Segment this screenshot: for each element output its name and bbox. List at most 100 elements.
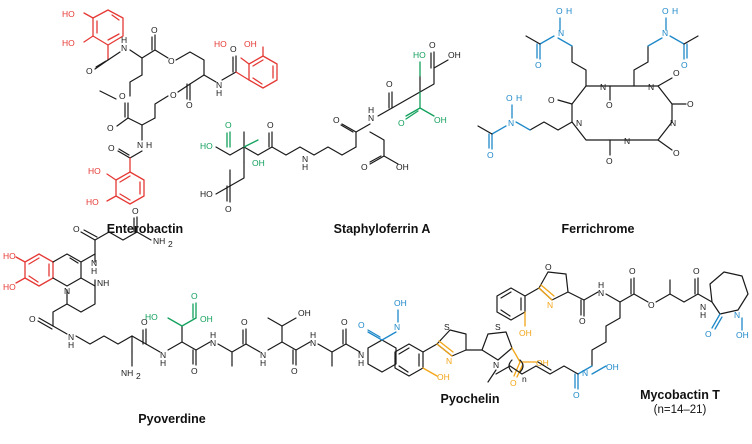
atom-h: H [302, 162, 308, 172]
atom-o: O [386, 79, 393, 89]
label-mycobactin-note: (n=14–21) [653, 404, 707, 416]
atom-h: H [210, 330, 216, 340]
mycobactin-oh-2: OH [736, 330, 749, 340]
atom-n: N [91, 258, 97, 268]
atom-h: H [68, 340, 74, 350]
atom-o: O [687, 99, 694, 109]
mycobactin-oh-3: OH [606, 362, 619, 372]
enterobactin-ho-2: HO [62, 38, 75, 48]
pyoverdine-ho-1: HO [3, 251, 16, 261]
atom-o: O [151, 25, 158, 35]
atom-2: 2 [136, 371, 141, 381]
atom-s: S [444, 322, 450, 332]
atom-h: H [700, 310, 706, 320]
ferrichrome-structure: N N N N N O O O O O O N O H O N O H [477, 6, 699, 166]
mycobactin-n-2: N [734, 310, 740, 320]
pyoverdine-n-1: N [394, 322, 400, 332]
ferrichrome-o-1: O [556, 6, 563, 16]
pyochelin-n: N [446, 356, 452, 366]
atom-n: N [670, 118, 676, 128]
atom-o: O [119, 91, 126, 101]
pyoverdine-oh-1: OH [200, 314, 213, 324]
pyochelin-thiazolidine-ring [481, 331, 513, 361]
staphyloferrin-ho-1: HO [200, 141, 213, 151]
mycobactin-caprolactam-ring [709, 271, 749, 315]
atom-ho: HO [200, 189, 213, 199]
atom-o: O [648, 300, 655, 310]
atom-h: H [146, 140, 152, 150]
atom-o: O [579, 316, 586, 326]
pyoverdine-o-2: O [358, 320, 365, 330]
pyochelin-oh-2: OH [536, 358, 549, 368]
atom-o: O [241, 317, 248, 327]
atom-o: O [170, 90, 177, 100]
label-pyoverdine: Pyoverdine [138, 412, 206, 426]
atom-n: N [160, 350, 166, 360]
atom-nh2: NH [153, 236, 165, 246]
label-pyochelin: Pyochelin [440, 392, 500, 406]
mycobactin-o-1: O [705, 329, 712, 339]
atom-o: O [429, 40, 436, 50]
label-staphyloferrin-a: Staphyloferrin A [333, 222, 431, 236]
atom-h: H [358, 358, 364, 368]
atom-o: O [73, 224, 80, 234]
enterobactin-ho-5: HO [86, 197, 99, 207]
label-mycobactin-t: Mycobactin T [640, 388, 720, 402]
mycobactin-n-1: N [547, 300, 553, 310]
atom-h: H [598, 280, 604, 290]
atom-n: N [302, 154, 308, 164]
pyoverdine-oh-2: OH [394, 298, 407, 308]
ferrichrome-n-3: N [508, 118, 514, 128]
atom-h: H [260, 358, 266, 368]
atom-n: N [216, 80, 222, 90]
atom-o: O [29, 314, 36, 324]
atom-o: O [673, 68, 680, 78]
atom-o: O [548, 95, 555, 105]
atom-n: N [310, 338, 316, 348]
atom-n: N [121, 43, 127, 53]
atom-o: O [107, 123, 114, 133]
staphyloferrin-oh-1: OH [252, 158, 265, 168]
atom-o: O [398, 118, 405, 128]
atom-h: H [216, 88, 222, 98]
atom-2: 2 [168, 239, 173, 249]
atom-o: O [86, 66, 93, 76]
atom-o: O [673, 148, 680, 158]
atom-oh: OH [448, 50, 461, 60]
atom-o: O [108, 143, 115, 153]
ferrichrome-o-4: O [681, 60, 688, 70]
atom-n: N [210, 338, 216, 348]
label-enterobactin: Enterobactin [106, 222, 184, 236]
pyoverdine-ho-3: HO [145, 312, 158, 322]
atom-n: N [600, 82, 606, 92]
atom-o: O [333, 115, 340, 125]
atom-o: O [606, 156, 613, 166]
atom-n: N [68, 332, 74, 342]
atom-h: H [91, 266, 97, 276]
atom-n: N [260, 350, 266, 360]
atom-h: H [310, 330, 316, 340]
ferrichrome-h-1: H [566, 6, 572, 16]
enterobactin-ho-4: HO [88, 166, 101, 176]
atom-o: O [361, 162, 368, 172]
atom-oh: OH [396, 162, 409, 172]
atom-o: O [291, 366, 298, 376]
atom-n: N [368, 113, 374, 123]
atom-n: N [358, 350, 364, 360]
atom-o: O [186, 100, 193, 110]
staphyloferrin-ho-2: HO [413, 50, 426, 60]
ferrichrome-n-2: N [662, 28, 668, 38]
atom-nh: NH [97, 278, 109, 288]
pyochelin-o: O [510, 378, 517, 388]
mycobactin-oh: OH [519, 328, 532, 338]
pyochelin-structure: OH N S S N O OH [394, 322, 549, 388]
atom-h: H [368, 105, 374, 115]
ferrichrome-h-2: H [672, 6, 678, 16]
atom-o: O [341, 317, 348, 327]
atom-n: N [137, 140, 143, 150]
atom-o: O [141, 317, 148, 327]
staphyloferrin-structure: N H O OH O HO HO O O N H O HO [200, 40, 461, 214]
atom-h: H [160, 358, 166, 368]
